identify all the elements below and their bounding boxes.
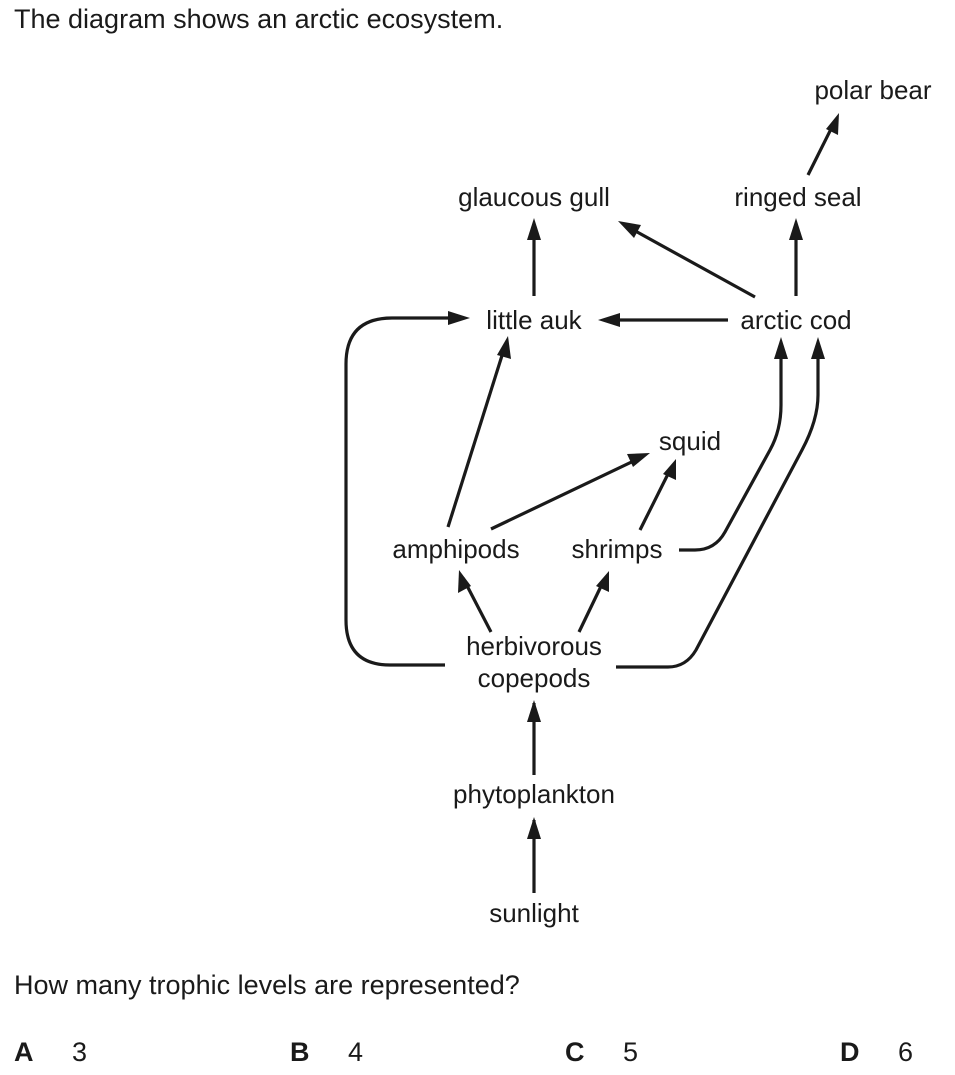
arrowhead-icon	[497, 336, 511, 359]
arrow-shrimps-to-arctic-cod	[679, 345, 783, 552]
arrow-arctic-cod-to-glaucous-gull	[627, 225, 756, 299]
arrowhead-icon	[448, 311, 470, 325]
node-arctic-cod: arctic cod	[740, 305, 851, 335]
food-web-nodes: polar bear glaucous gull ringed seal lit…	[392, 75, 931, 928]
arrow-copepods-to-little-auk	[344, 316, 455, 667]
arrowhead-icon	[811, 337, 825, 359]
node-polar-bear: polar bear	[814, 75, 931, 105]
arrowhead-icon	[826, 113, 839, 135]
node-phytoplankton: phytoplankton	[453, 779, 615, 809]
node-ringed-seal: ringed seal	[734, 182, 861, 212]
food-web-diagram: polar bear glaucous gull ringed seal lit…	[344, 75, 932, 928]
node-sunlight: sunlight	[489, 898, 579, 928]
arrowhead-icon	[663, 459, 676, 480]
arrowhead-icon	[596, 571, 609, 592]
option-d-letter: D	[840, 1037, 860, 1067]
arrow-amphipods-to-squid	[490, 456, 641, 531]
arrow-copepods-to-arctic-cod	[616, 345, 820, 669]
node-squid: squid	[659, 426, 721, 456]
option-c-letter: C	[565, 1037, 585, 1067]
option-d-value: 6	[898, 1037, 914, 1067]
option-a-letter: A	[14, 1037, 34, 1067]
question-text: How many trophic levels are represented?	[14, 970, 520, 1000]
intro-text: The diagram shows an arctic ecosystem.	[14, 4, 504, 34]
node-herbivorous-copepods-line1: herbivorous	[466, 631, 602, 661]
arrowhead-icon	[789, 218, 803, 240]
arrowhead-icon	[527, 218, 541, 240]
arrowhead-icon	[627, 453, 650, 467]
arrowhead-icon	[527, 700, 541, 722]
arrowhead-icon	[598, 313, 620, 327]
arrowhead-icon	[618, 221, 641, 238]
node-little-auk: little auk	[486, 305, 582, 335]
node-herbivorous-copepods-line2: copepods	[478, 663, 591, 693]
arrowhead-icon	[774, 337, 788, 359]
arrow-shrimps-to-squid	[638, 467, 673, 531]
node-glaucous-gull: glaucous gull	[458, 182, 610, 212]
option-b-letter: B	[290, 1037, 310, 1067]
arrow-amphipods-to-little-auk	[446, 345, 507, 528]
node-amphipods: amphipods	[392, 534, 519, 564]
arrow-ringed-seal-to-polar-bear	[806, 122, 836, 176]
option-c-value: 5	[623, 1037, 639, 1067]
arrow-copepods-to-shrimps	[577, 579, 606, 633]
option-b-value: 4	[348, 1037, 364, 1067]
node-shrimps: shrimps	[571, 534, 662, 564]
food-web-arrows	[344, 113, 839, 893]
arrowhead-icon	[458, 570, 471, 593]
arrowhead-icon	[527, 817, 541, 839]
option-a-value: 3	[72, 1037, 88, 1067]
